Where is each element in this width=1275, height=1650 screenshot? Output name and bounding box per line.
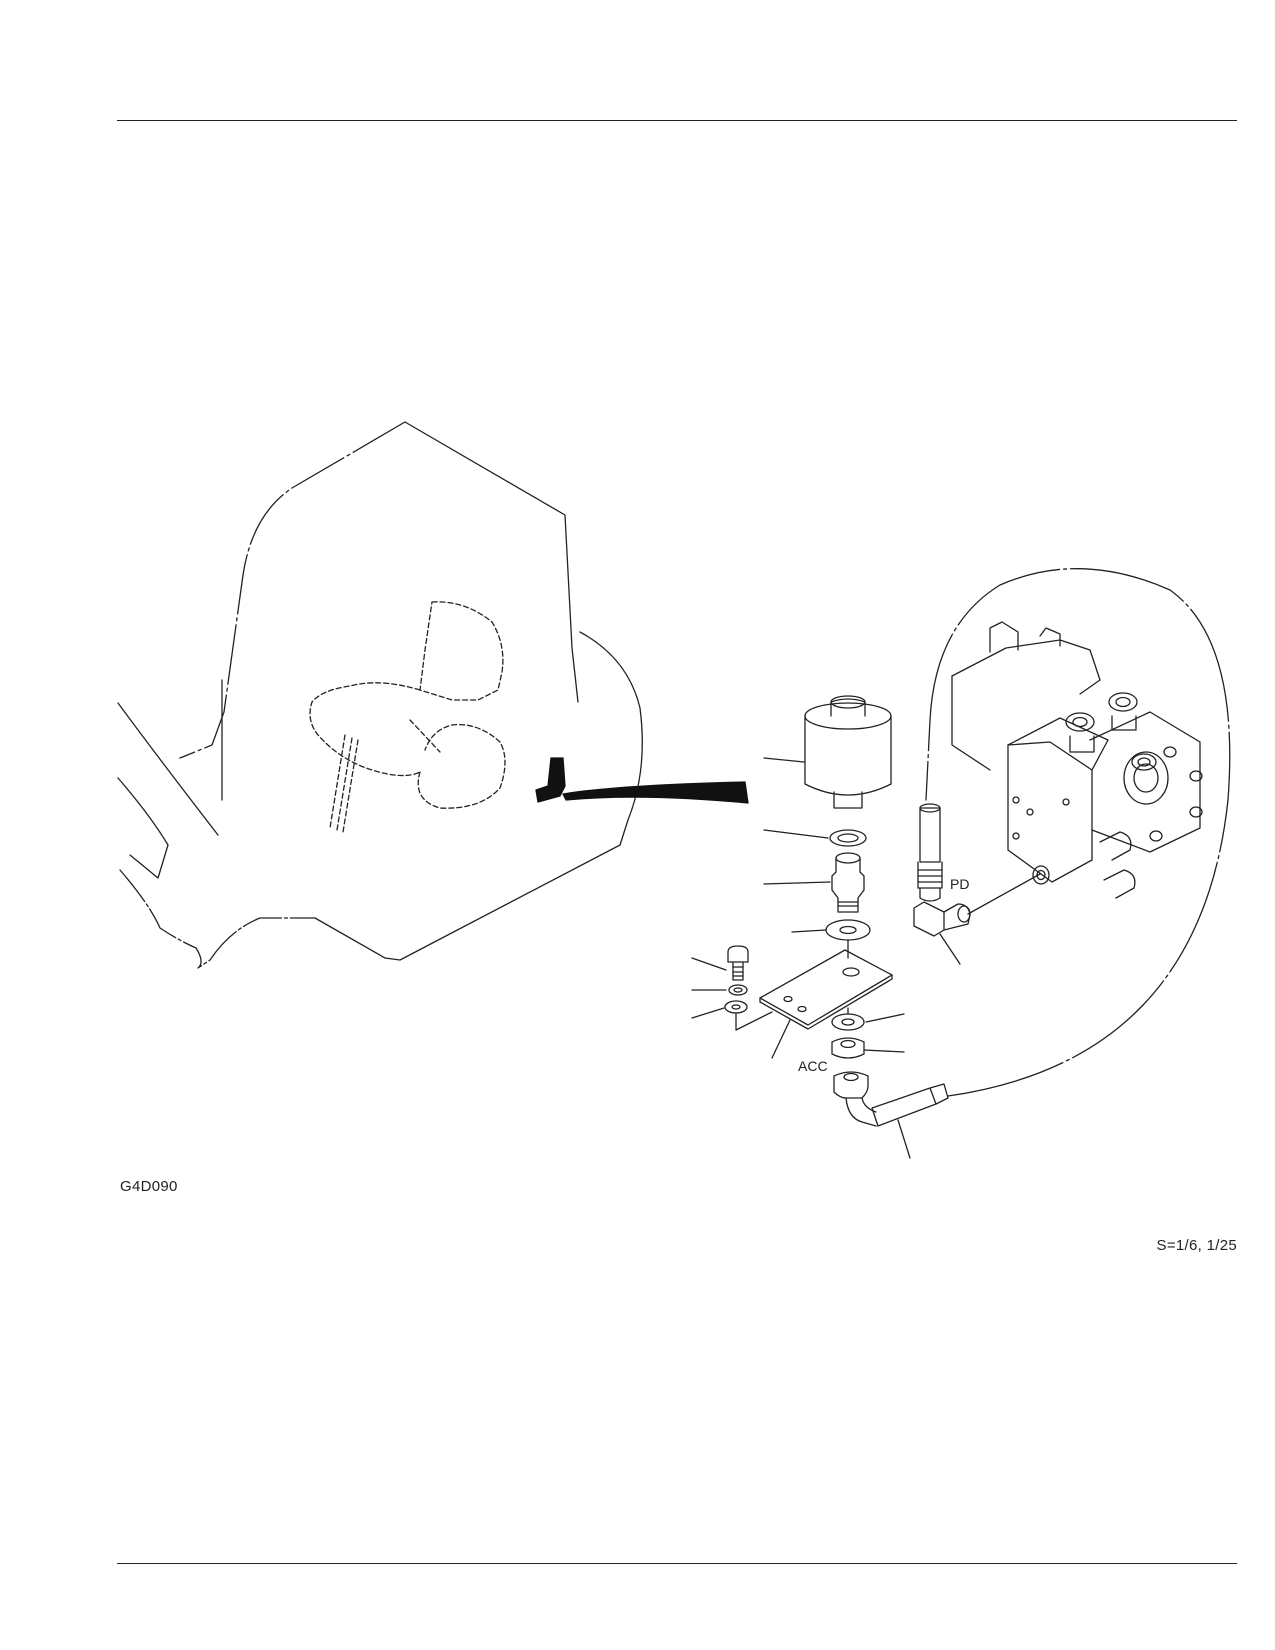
footer-rule xyxy=(117,1563,1237,1564)
figure-id: G4D090 xyxy=(120,1178,178,1195)
pd-fitting xyxy=(913,803,1041,965)
hydraulic-hose-line xyxy=(925,568,1231,1097)
operator-seat-hidden xyxy=(309,601,506,833)
accumulator-assembly xyxy=(691,695,949,1159)
location-marker xyxy=(535,757,749,804)
port-label-acc: ACC xyxy=(798,1058,828,1074)
scale-note: S=1/6, 1/25 xyxy=(1156,1237,1237,1254)
port-label-pd: PD xyxy=(950,876,969,892)
machine-cab-outline xyxy=(117,421,643,969)
header-rule xyxy=(117,120,1237,121)
pilot-valve-assembly xyxy=(951,621,1203,899)
